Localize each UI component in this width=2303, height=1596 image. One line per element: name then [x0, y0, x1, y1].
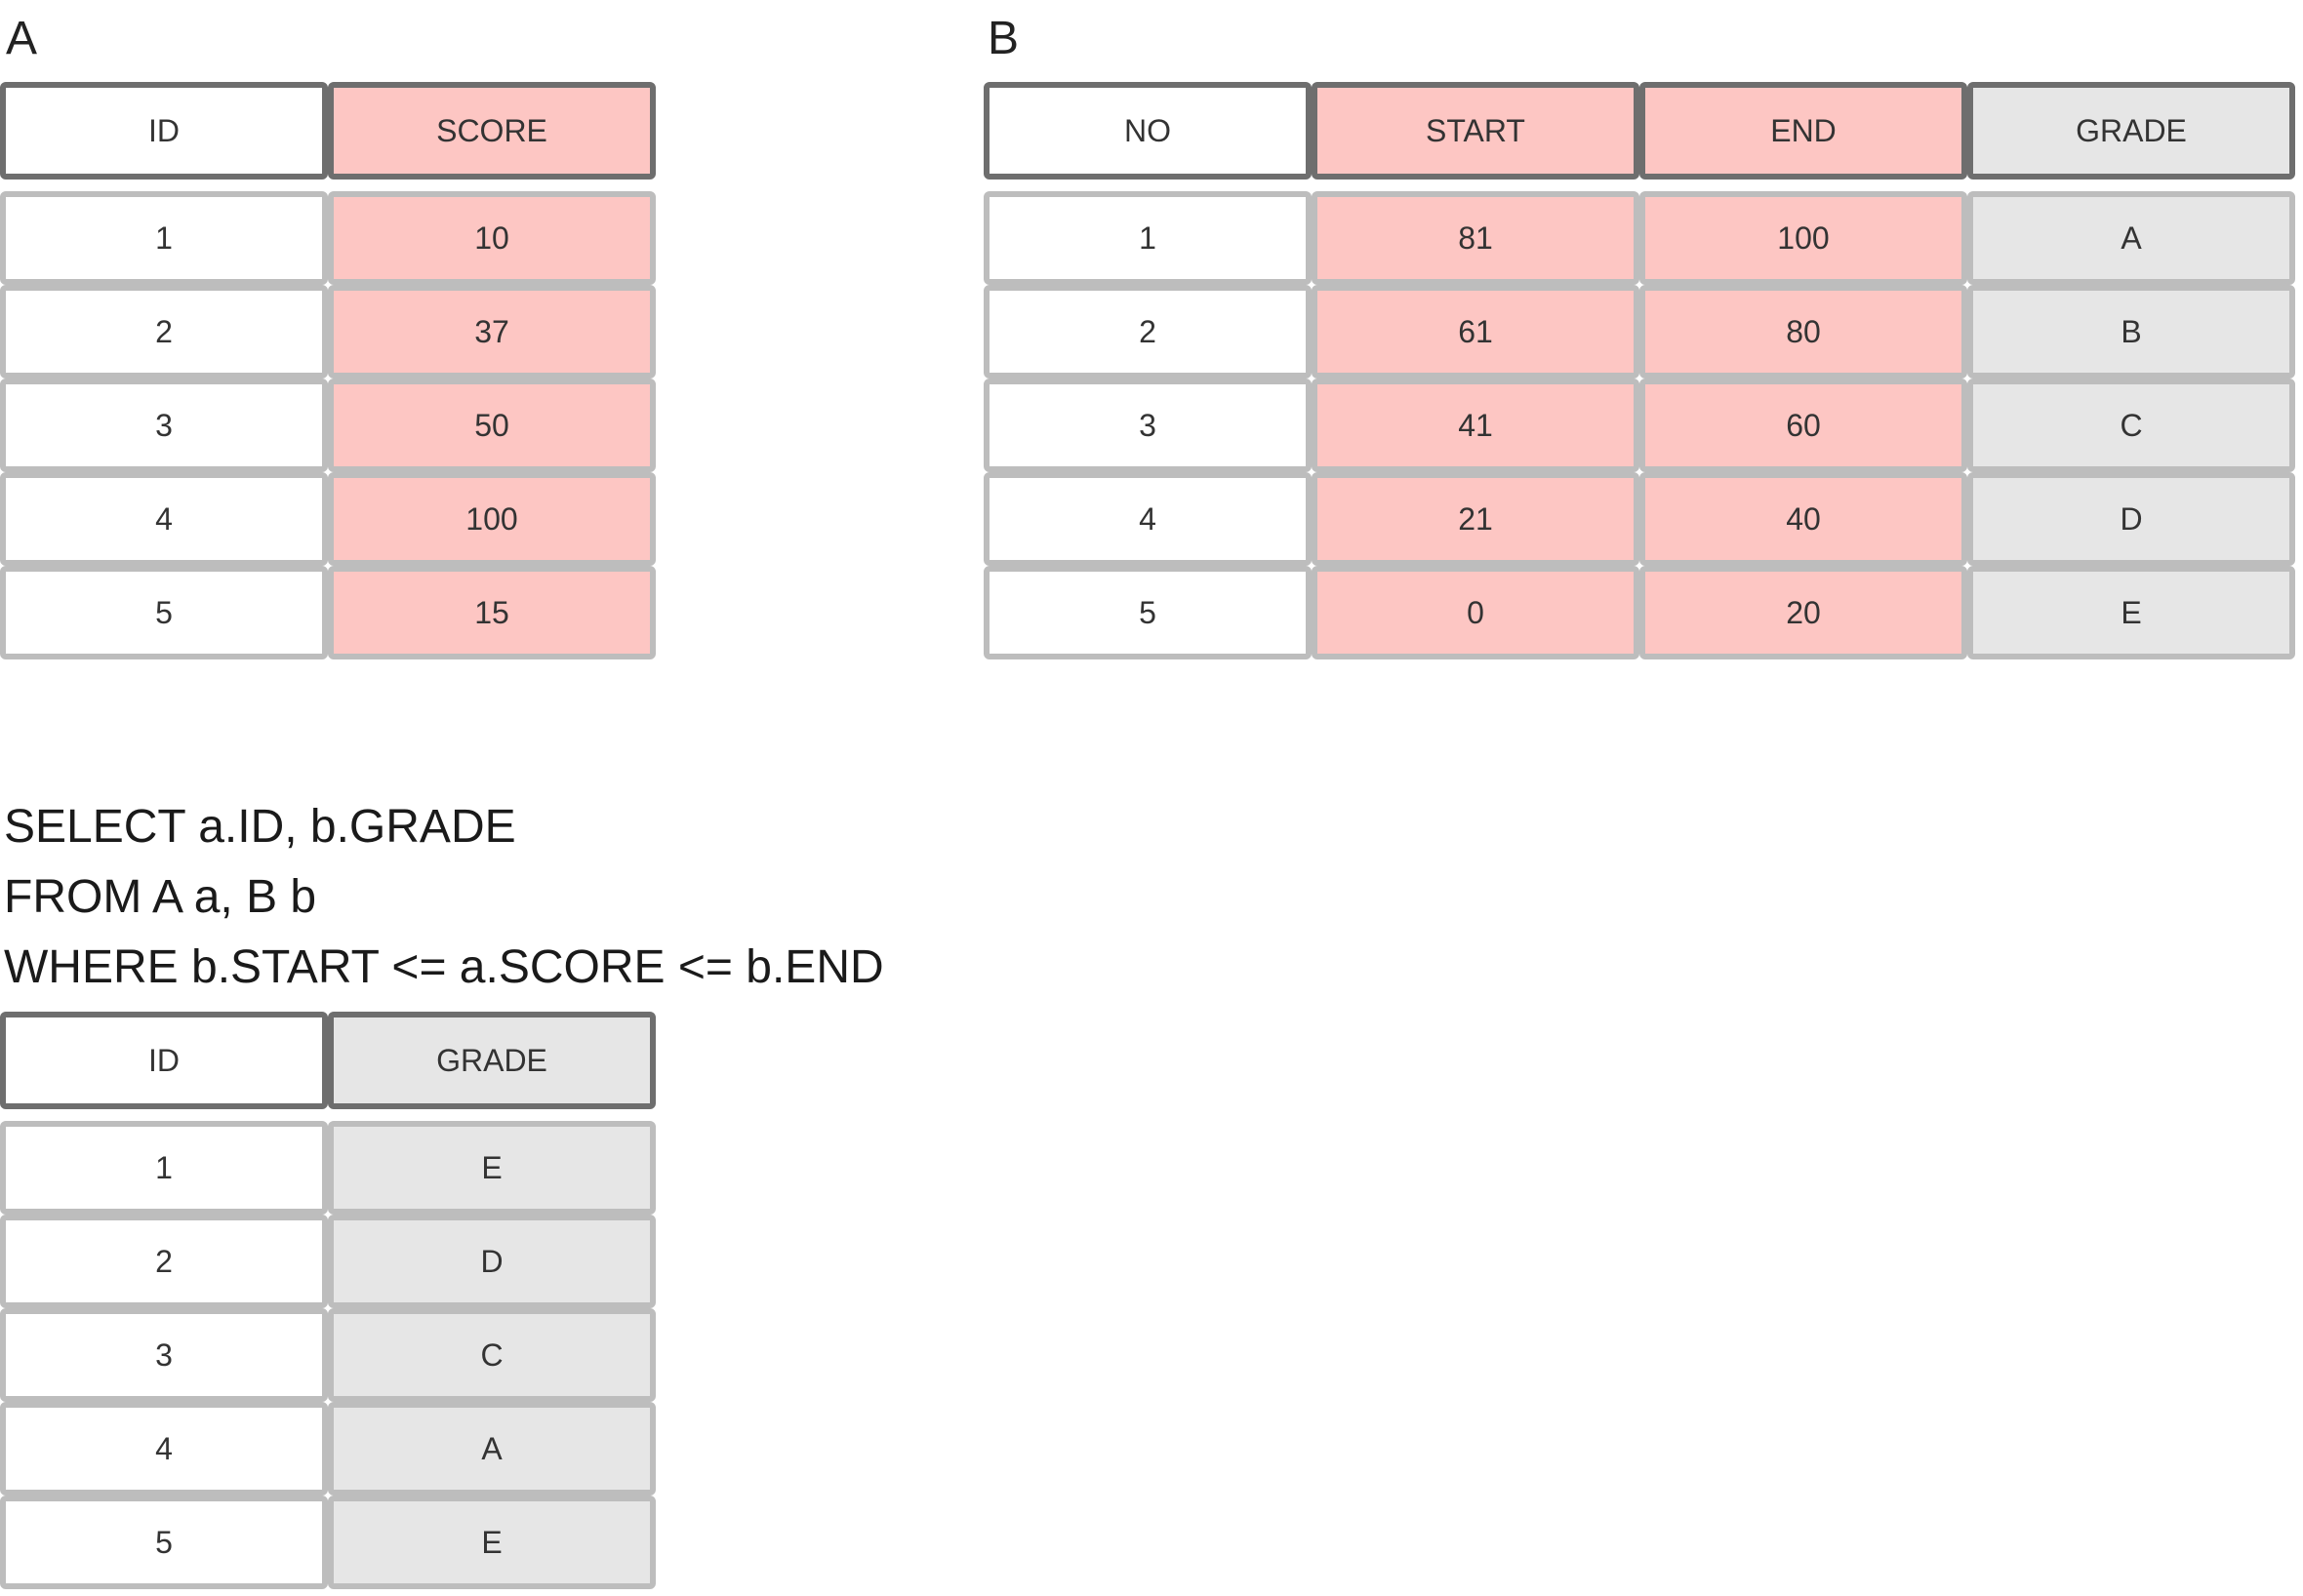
a-cell-r2-c1: 50	[328, 379, 656, 472]
sql-select-line: SELECT a.ID, b.GRADE	[4, 801, 516, 853]
b-cell-r0-c1: 81	[1312, 191, 1639, 285]
b-cell-r1-c0: 2	[984, 285, 1312, 379]
b-cell-r4-c2: 20	[1639, 566, 1967, 659]
a-cell-r4-c1: 15	[328, 566, 656, 659]
a-header-1: SCORE	[328, 82, 656, 180]
b-cell-r2-c0: 3	[984, 379, 1312, 472]
b-cell-r2-c1: 41	[1312, 379, 1639, 472]
b-cell-r2-c2: 60	[1639, 379, 1967, 472]
b-cell-r3-c2: 40	[1639, 472, 1967, 566]
b-header-0: NO	[984, 82, 1312, 180]
table-b-label: B	[988, 13, 1020, 64]
b-cell-r0-c3: A	[1967, 191, 2295, 285]
b-header-2: END	[1639, 82, 1967, 180]
b-cell-r3-c0: 4	[984, 472, 1312, 566]
result-cell-r1-c0: 2	[0, 1215, 328, 1308]
sql-query: SELECT a.ID, b.GRADE FROM A a, B b WHERE…	[4, 792, 884, 1003]
a-cell-r0-c0: 1	[0, 191, 328, 285]
result-cell-r2-c1: C	[328, 1308, 656, 1402]
b-header-3: GRADE	[1967, 82, 2295, 180]
b-cell-r3-c3: D	[1967, 472, 2295, 566]
a-cell-r4-c0: 5	[0, 566, 328, 659]
b-cell-r2-c3: C	[1967, 379, 2295, 472]
result-cell-r1-c1: D	[328, 1215, 656, 1308]
result-cell-r4-c1: E	[328, 1496, 656, 1589]
result-cell-r0-c1: E	[328, 1121, 656, 1215]
b-cell-r3-c1: 21	[1312, 472, 1639, 566]
result-header-1: GRADE	[328, 1012, 656, 1109]
b-cell-r0-c2: 100	[1639, 191, 1967, 285]
b-cell-r4-c1: 0	[1312, 566, 1639, 659]
a-cell-r3-c0: 4	[0, 472, 328, 566]
b-cell-r1-c1: 61	[1312, 285, 1639, 379]
b-header-1: START	[1312, 82, 1639, 180]
result-cell-r3-c0: 4	[0, 1402, 328, 1496]
sql-from-line: FROM A a, B b	[4, 871, 317, 923]
sql-where-line: WHERE b.START <= a.SCORE <= b.END	[4, 941, 884, 993]
table-a-label: A	[6, 13, 38, 64]
b-cell-r4-c3: E	[1967, 566, 2295, 659]
a-header-0: ID	[0, 82, 328, 180]
a-cell-r1-c1: 37	[328, 285, 656, 379]
b-cell-r4-c0: 5	[984, 566, 1312, 659]
b-cell-r1-c2: 80	[1639, 285, 1967, 379]
result-cell-r3-c1: A	[328, 1402, 656, 1496]
result-header-0: ID	[0, 1012, 328, 1109]
a-cell-r2-c0: 3	[0, 379, 328, 472]
a-cell-r3-c1: 100	[328, 472, 656, 566]
a-cell-r1-c0: 2	[0, 285, 328, 379]
b-cell-r1-c3: B	[1967, 285, 2295, 379]
result-cell-r2-c0: 3	[0, 1308, 328, 1402]
b-cell-r0-c0: 1	[984, 191, 1312, 285]
result-cell-r4-c0: 5	[0, 1496, 328, 1589]
result-cell-r0-c0: 1	[0, 1121, 328, 1215]
a-cell-r0-c1: 10	[328, 191, 656, 285]
